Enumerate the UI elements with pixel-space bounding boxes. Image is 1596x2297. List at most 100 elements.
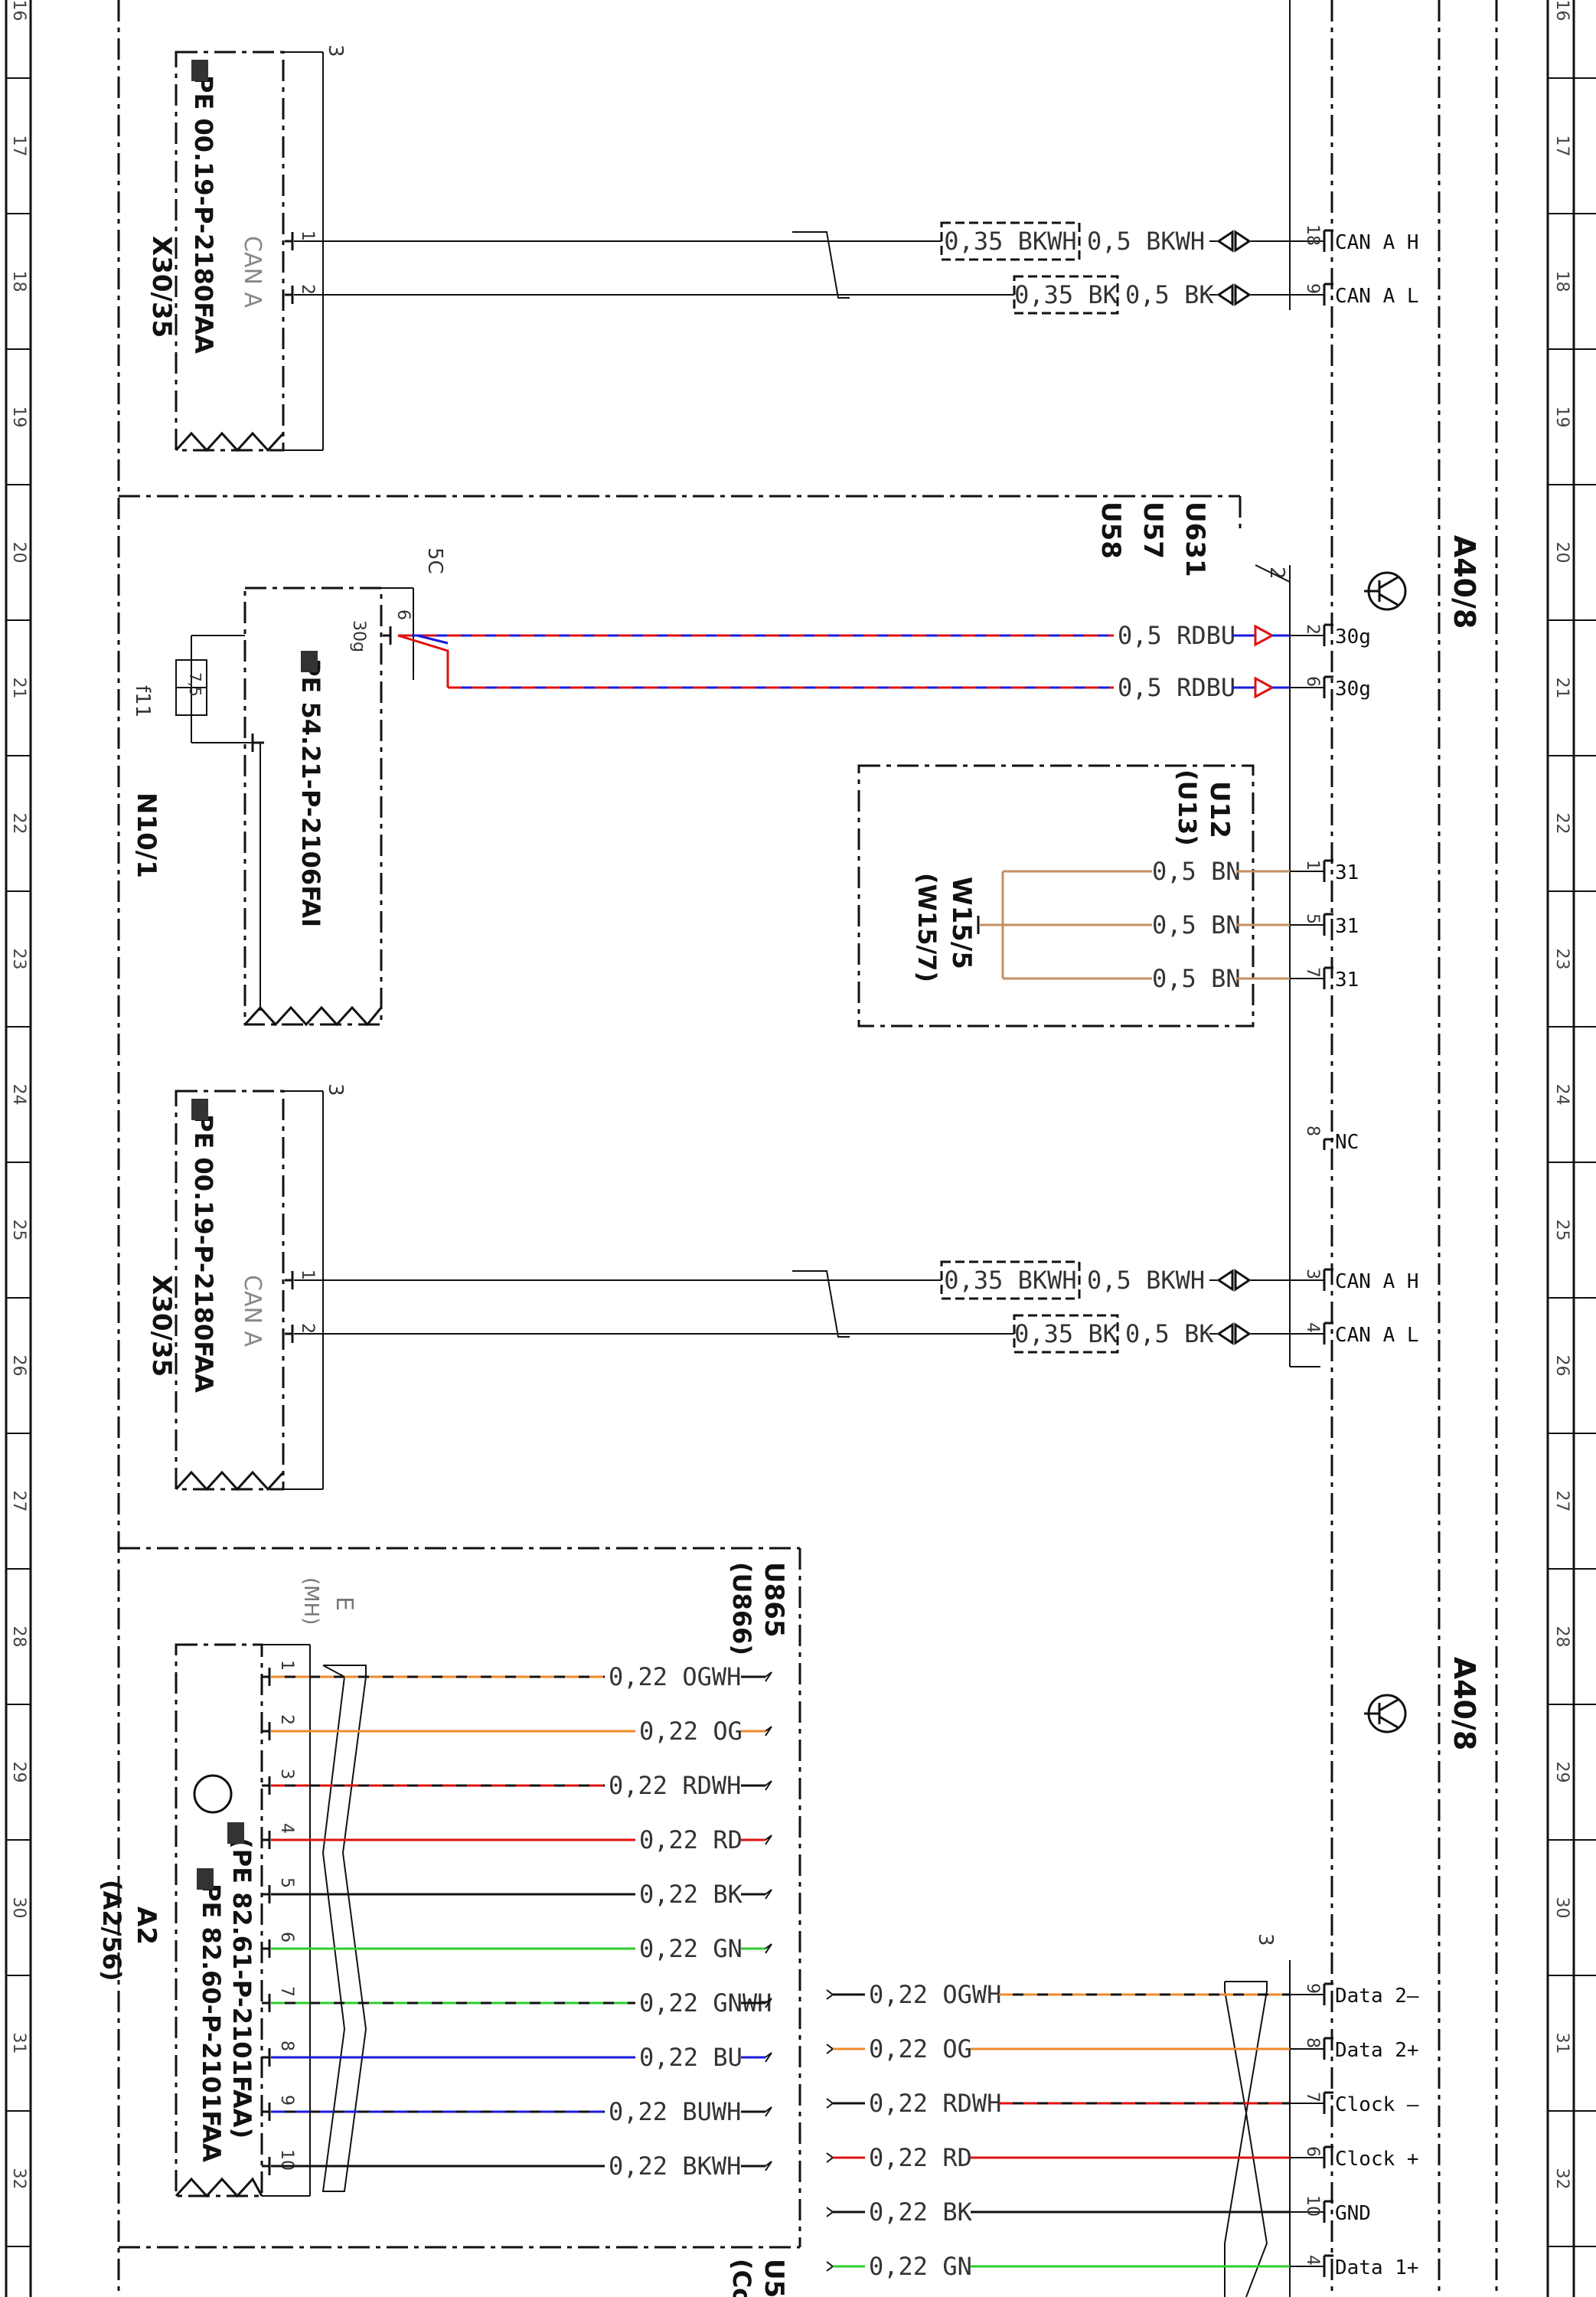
data-pin-label: Clock –	[1335, 2093, 1419, 2116]
a2-connector-box	[175, 1643, 263, 2197]
fuse-zigzag	[243, 1005, 383, 1027]
grid-row-label-right: 27	[1552, 1491, 1572, 1512]
grid-row-label-left: 22	[9, 813, 28, 835]
can-wire-label: 0,5 BK	[1125, 1319, 1214, 1348]
u-code-label: U865	[759, 1562, 789, 1638]
a2-pin-number: 5	[277, 1877, 296, 1888]
grid-row-label-left: 24	[9, 1084, 28, 1106]
nc-pin-label: NC	[1335, 1131, 1359, 1154]
grid-row-label-right: 19	[1552, 407, 1572, 428]
fuse-block-id: N10/1	[131, 792, 162, 878]
grid-row-label-right: 26	[1552, 1355, 1572, 1377]
ground-pin-label: 31	[1335, 969, 1359, 992]
connector-arrow-icon-b	[1234, 1322, 1252, 1345]
connector-arrow-icon-b	[1234, 283, 1252, 306]
grid-row-label-right: 25	[1552, 1220, 1572, 1241]
data-wire-arrow-b	[826, 2266, 834, 2272]
fuse-wire-label: 0,5 RDBU	[1118, 673, 1235, 702]
can-wire-label: 0,5 BK	[1125, 280, 1214, 309]
data-wire-label: 0,22 OGWH	[869, 1980, 1001, 2009]
a2-pin-number: 7	[277, 1986, 296, 1997]
grid-row-label-left: 28	[9, 1626, 28, 1648]
shield-cable	[321, 1665, 367, 2192]
can-bus-label: CAN A	[239, 1275, 266, 1347]
u-code-label: (U13)	[1173, 769, 1202, 846]
a2-wire-label: 0,22 GN	[639, 1934, 743, 1963]
grid-row-label-right: 23	[1552, 949, 1572, 970]
can-splice-box	[940, 221, 1081, 261]
can-connector-box	[175, 1090, 285, 1491]
a2-wire-arrow	[765, 1998, 772, 2008]
grid-row-label-left: 18	[9, 271, 28, 292]
data-wire-label: 0,22 RD	[869, 2143, 972, 2172]
can-pin-label: CAN A H	[1335, 231, 1419, 254]
a2-wire-arrow	[765, 1671, 772, 1682]
grid-row-label-right: 32	[1552, 2168, 1572, 2190]
data-wire-label: 0,22 OG	[869, 2034, 972, 2063]
pointing-hand-icon	[227, 1822, 244, 1844]
can-splice-box	[1013, 275, 1119, 315]
grid-row-label-right: 30	[1552, 1897, 1572, 1919]
data-wire-arrow	[826, 2261, 834, 2267]
a2-pin-number: 2	[277, 1714, 296, 1725]
a2-wire-arrow	[765, 1943, 772, 1954]
ground-wire-label: 0,5 BN	[1152, 964, 1241, 993]
data-pin-label: Clock +	[1335, 2148, 1419, 2171]
data-wire-arrow	[826, 1989, 834, 1995]
grid-row-label-left: 29	[9, 1762, 28, 1783]
data-wire-arrow-b	[826, 2211, 834, 2217]
ground-pin-number: 5	[1303, 913, 1322, 924]
data-wire-arrow-b	[826, 1994, 834, 2000]
can-pe-ref: PE 00.19-P-2180FAA	[189, 75, 218, 354]
shield-label: E	[331, 1596, 357, 1611]
can-wire-label: 0,5 BKWH	[1087, 227, 1205, 256]
a2-wire-label: 0,22 BUWH	[609, 2097, 741, 2126]
data-wire-arrow-b	[826, 2157, 834, 2163]
grid-row-label-right: 24	[1552, 1084, 1572, 1106]
u-code-label: U5	[759, 2259, 789, 2297]
connector-arrow-icon	[1216, 1322, 1234, 1345]
fuse-pin-number: 6	[1303, 676, 1322, 687]
a2-wire-arrow	[765, 2106, 772, 2117]
ground-pin-label: 31	[1335, 915, 1359, 938]
a2-pin-number: 9	[277, 2095, 296, 2106]
ground-wire-label: 0,5 BN	[1152, 910, 1241, 939]
data-wire-arrow	[826, 2152, 834, 2158]
a40-bracket-lead	[1255, 564, 1291, 583]
data-pin-number: 10	[1303, 2195, 1322, 2217]
u-code-label: (Co	[727, 2259, 756, 2297]
a2-pin-number: 3	[277, 1769, 296, 1779]
can-connector-box	[175, 51, 285, 452]
can-zigzag	[175, 1470, 285, 1492]
data-wire-arrow-b	[826, 2048, 834, 2054]
connector-arrow-icon	[1254, 676, 1275, 699]
can-pin-number: 1	[298, 1269, 317, 1280]
u-code-label: U57	[1137, 502, 1168, 559]
a2-wire-arrow	[765, 1780, 772, 1791]
data-shield-cable	[1225, 1981, 1268, 2297]
grid-row-label-left: 27	[9, 1491, 28, 1512]
can-pin-number: 1	[298, 230, 317, 241]
grid-row-label-left: 19	[9, 407, 28, 428]
ground-wire-label: 0,5 BN	[1152, 857, 1241, 886]
grid-row-label-right: 20	[1552, 542, 1572, 564]
can-connector-id: X30/35	[146, 1275, 177, 1377]
data-pin-label: GND	[1335, 2202, 1371, 2225]
data-pin-number: 8	[1303, 2037, 1322, 2048]
data-pin-label: Data 2+	[1335, 2039, 1419, 2062]
grid-row-label-right: 17	[1552, 136, 1572, 157]
can-wire-label: 0,5 BKWH	[1087, 1266, 1205, 1295]
data-wire-label: 0,22 BK	[869, 2197, 973, 2227]
grid-row-label-right: 29	[1552, 1762, 1572, 1783]
connector-arrow-icon-b	[1234, 230, 1252, 253]
data-wire-arrow	[826, 2044, 834, 2050]
a2-pe-ref-alt: (PE 82.61-P-2101FAA)	[227, 1838, 256, 2139]
pointing-hand-icon	[191, 60, 208, 81]
fuse-rdbu-branch	[397, 634, 449, 688]
can-pin-number: 18	[1303, 224, 1322, 246]
can-zigzag	[175, 431, 285, 453]
fuse-pin-number: 6	[393, 609, 413, 620]
can-splice-label: 0,35 BK	[1014, 280, 1118, 309]
grid-row-label-left: 16	[9, 0, 28, 21]
data-pin-number: 4	[1303, 2255, 1322, 2266]
